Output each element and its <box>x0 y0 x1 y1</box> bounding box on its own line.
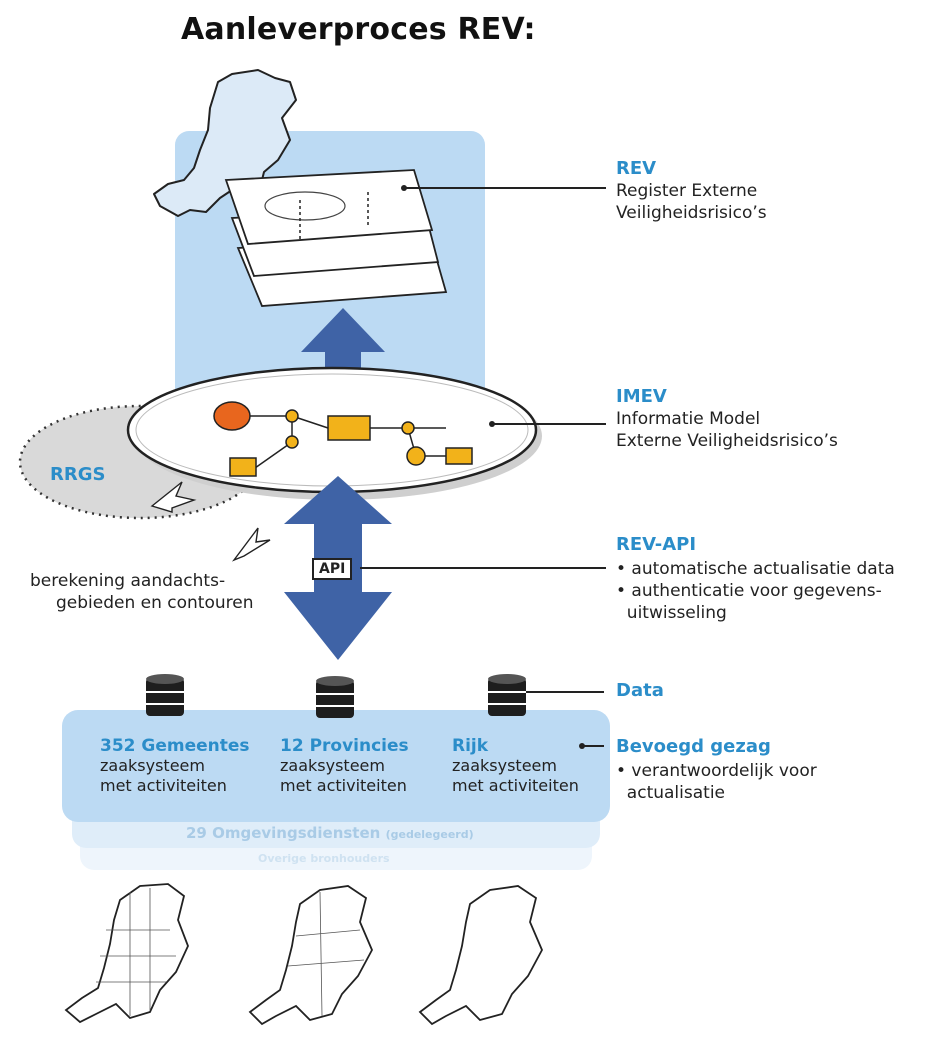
revapi-heading: REV-API <box>616 534 697 555</box>
overige-label: Overige bronhouders <box>258 852 390 865</box>
authority-line: zaaksysteem <box>452 756 557 775</box>
revapi-bullet-2: • authenticatie voor gegevens- <box>616 581 882 601</box>
database-icon <box>146 674 184 716</box>
authority-name-gemeentes: 352 Gemeentes <box>100 736 250 756</box>
authority-line: zaaksysteem <box>280 756 385 775</box>
imev-heading: IMEV <box>616 386 667 407</box>
omgevingsdiensten-note: (gedelegeerd) <box>385 828 474 841</box>
rrgs-label: RRGS <box>50 464 106 485</box>
calc-note-line-2: gebieden en contouren <box>56 593 254 613</box>
data-label: Data <box>616 680 664 701</box>
database-icon <box>488 674 526 716</box>
revapi-bullet-3: uitwisseling <box>616 603 727 623</box>
page-title: Aanleverproces REV: <box>181 12 536 47</box>
database-icon <box>316 676 354 718</box>
bevoegd-panel <box>62 710 610 822</box>
imev-line-1: Informatie Model <box>616 409 761 429</box>
netherlands-map-rijk <box>418 885 543 1026</box>
bevoegd-line-2: actualisatie <box>616 783 725 803</box>
rev-line-1: Register Externe <box>616 181 758 201</box>
omgevingsdiensten-label: 29 Omgevingsdiensten (gedelegeerd) <box>186 824 474 842</box>
authority-line: met activiteiten <box>100 776 227 795</box>
rev-layers <box>224 169 448 307</box>
rev-line-2: Veiligheidsrisico’s <box>616 203 767 223</box>
imev-line-2: Externe Veiligheidsrisico’s <box>616 431 838 451</box>
bevoegd-heading: Bevoegd gezag <box>616 736 771 757</box>
rrgs-pointer-icon <box>150 481 197 513</box>
revapi-bullet-1: • automatische actualisatie data <box>616 559 895 579</box>
netherlands-map-provincies <box>248 885 373 1026</box>
calc-note-line-1: berekening aandachts- <box>30 571 226 591</box>
authority-line: met activiteiten <box>280 776 407 795</box>
up-arrow <box>301 308 385 392</box>
netherlands-map-gemeentes <box>64 883 189 1024</box>
map-contour <box>264 191 346 221</box>
authority-line: zaaksysteem <box>100 756 205 775</box>
bevoegd-line-1: • verantwoordelijk voor <box>616 761 817 781</box>
calc-pointer-icon <box>231 527 271 562</box>
authority-line: met activiteiten <box>452 776 579 795</box>
authority-name-rijk: Rijk <box>452 736 489 756</box>
authority-name-provincies: 12 Provincies <box>280 736 409 756</box>
rev-heading: REV <box>616 158 657 179</box>
api-badge: API <box>312 558 353 580</box>
omgevingsdiensten-text: 29 Omgevingsdiensten <box>186 824 381 842</box>
imev-model <box>213 401 473 477</box>
